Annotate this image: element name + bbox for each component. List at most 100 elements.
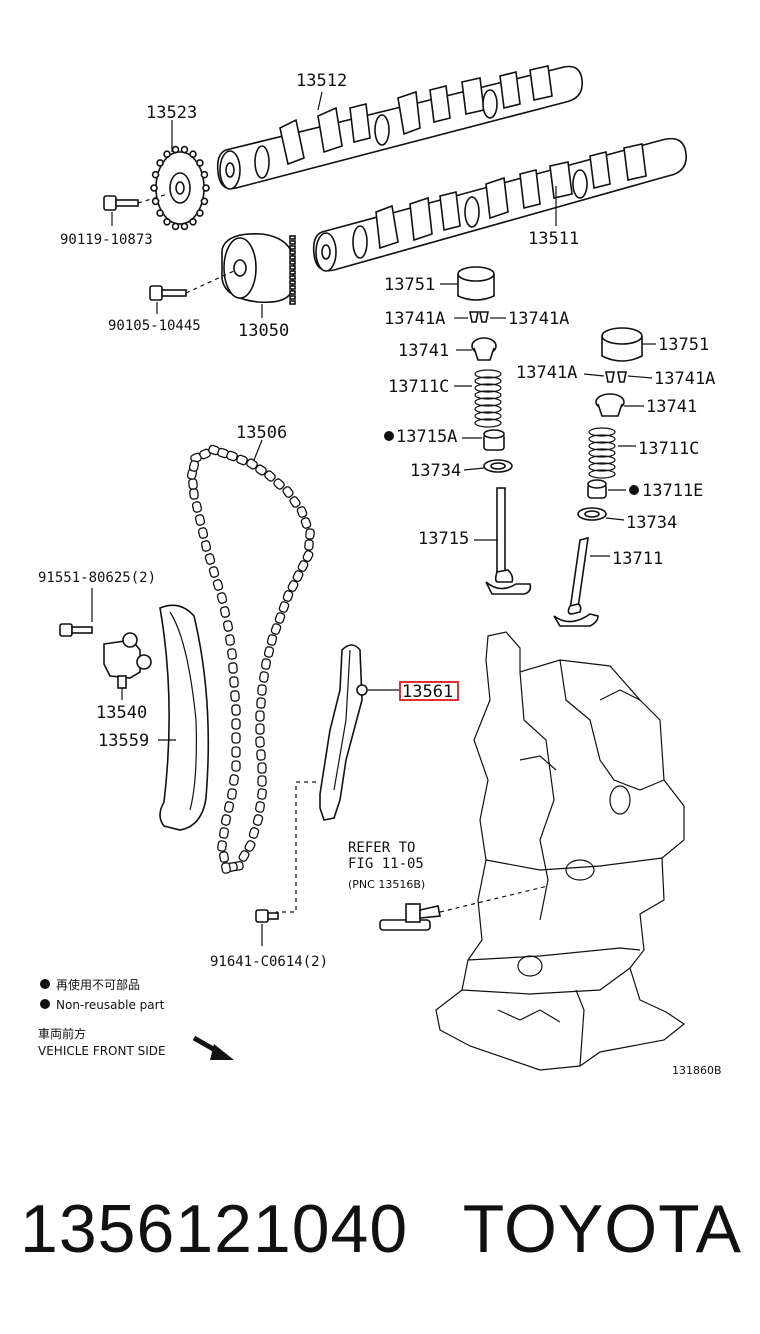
- valve-13711[interactable]: [553, 536, 599, 627]
- label-13751-right[interactable]: 13751: [658, 335, 709, 355]
- vvt-tooth: [289, 265, 296, 270]
- label-13715A[interactable]: 13715A: [396, 427, 457, 447]
- leader-13741A-r2: [627, 375, 653, 379]
- sprocket-tooth: [171, 222, 180, 231]
- seal-13715A-left[interactable]: [483, 429, 505, 451]
- spring-coil: [588, 427, 616, 437]
- label-91551-80625[interactable]: 91551-80625(2): [38, 570, 156, 586]
- tensioner-13540[interactable]: [103, 632, 152, 689]
- sprocket-tooth: [200, 197, 209, 206]
- chain-link: [217, 840, 227, 852]
- chain-link: [302, 550, 314, 562]
- sprocket-tooth: [156, 159, 164, 167]
- label-91641-C0614[interactable]: 91641-C0614(2): [210, 954, 328, 970]
- label-13715[interactable]: 13715: [418, 529, 469, 549]
- lifter-13751-right[interactable]: [601, 327, 643, 362]
- leader-13734-right: [605, 517, 625, 521]
- sprocket-tooth: [180, 222, 189, 231]
- label-13050[interactable]: 13050: [238, 321, 289, 341]
- chain-link: [194, 514, 206, 526]
- chain-link: [188, 478, 198, 490]
- chain-link: [273, 478, 285, 490]
- nonreusable-dot-13715A: [384, 431, 394, 441]
- bolt-91641-C0614[interactable]: [255, 909, 279, 923]
- chain-link: [238, 850, 250, 862]
- spring-coil: [588, 448, 616, 458]
- sprocket-tooth: [189, 150, 197, 158]
- bolt-90119-10873[interactable]: [103, 193, 169, 211]
- bolt-91551-80625[interactable]: [59, 623, 93, 637]
- label-13734-right[interactable]: 13734: [626, 513, 677, 533]
- label-13711C-left[interactable]: 13711C: [388, 377, 449, 397]
- label-13523[interactable]: 13523: [146, 103, 197, 123]
- figure-code: 131860B: [672, 1064, 722, 1077]
- label-13512[interactable]: 13512: [296, 71, 347, 91]
- label-13711[interactable]: 13711: [612, 549, 663, 569]
- label-13540[interactable]: 13540: [96, 703, 147, 723]
- label-13734-left[interactable]: 13734: [410, 461, 461, 481]
- chain-link: [257, 762, 267, 774]
- vvt-tooth: [289, 285, 296, 290]
- refer-line-3[interactable]: (PNC 13516B): [348, 878, 425, 891]
- label-13741-right[interactable]: 13741: [646, 397, 697, 417]
- chain-link: [231, 718, 241, 730]
- chain-link: [216, 592, 228, 604]
- label-13506[interactable]: 13506: [236, 423, 287, 443]
- chain-link: [219, 827, 229, 839]
- label-13559[interactable]: 13559: [98, 731, 149, 751]
- retainer-13741-right[interactable]: [595, 393, 625, 417]
- label-13561[interactable]: 13561: [402, 682, 453, 702]
- slipper-13559[interactable]: [159, 604, 210, 831]
- leader-13506: [253, 439, 263, 461]
- leader-13512: [317, 91, 323, 111]
- chain-link: [263, 646, 275, 658]
- seat-13734-left[interactable]: [483, 459, 513, 473]
- bolt-90105-10445[interactable]: [149, 269, 237, 301]
- chain-link: [197, 527, 209, 539]
- label-13741A-left-a[interactable]: 13741A: [384, 309, 445, 329]
- cam-sprocket-13523[interactable]: [150, 145, 210, 231]
- engine-block: [435, 631, 686, 1071]
- label-13711C-right[interactable]: 13711C: [638, 439, 699, 459]
- chain-link: [255, 801, 265, 813]
- label-13711E[interactable]: 13711E: [642, 481, 703, 501]
- spring-13711C-right[interactable]: [588, 427, 616, 479]
- retainer-13741-left[interactable]: [471, 337, 497, 361]
- chain-link: [255, 710, 265, 722]
- keepers-13741A-right[interactable]: [605, 371, 627, 383]
- label-13741A-right-a[interactable]: 13741A: [516, 363, 577, 383]
- vvt-tooth: [289, 275, 296, 280]
- camshaft-13512[interactable]: [216, 65, 583, 190]
- chain-link: [208, 566, 220, 578]
- seal-13711E-right[interactable]: [587, 479, 607, 499]
- pin-13516B: [379, 885, 549, 931]
- label-13741A-right-b[interactable]: 13741A: [654, 369, 715, 389]
- seat-13734-right[interactable]: [577, 507, 607, 521]
- label-13511[interactable]: 13511: [528, 229, 579, 249]
- lifter-13751-left[interactable]: [457, 266, 495, 301]
- label-13751-left[interactable]: 13751: [384, 275, 435, 295]
- vvt-tooth: [289, 240, 296, 245]
- spring-13711C-left[interactable]: [474, 369, 502, 428]
- chain-link: [200, 540, 212, 552]
- label-13741-left[interactable]: 13741: [398, 341, 449, 361]
- timing-chain-13506[interactable]: [186, 444, 315, 874]
- valve-13715[interactable]: [485, 487, 532, 595]
- keepers-13741A-left[interactable]: [469, 311, 489, 323]
- label-90105-10445[interactable]: 90105-10445: [108, 318, 201, 334]
- label-90119-10873[interactable]: 90119-10873: [60, 232, 153, 248]
- chain-guide-13561[interactable]: [319, 644, 368, 821]
- label-13741A-left-b[interactable]: 13741A: [508, 309, 569, 329]
- spring-coil: [474, 404, 502, 414]
- legend-nonreusable-jp: 再使用不可部品: [56, 977, 140, 992]
- footer-brand: TOYOTA: [462, 1191, 742, 1267]
- sprocket-tooth: [151, 170, 160, 179]
- vvt-gear-13050[interactable]: [221, 233, 296, 305]
- vvt-tooth: [289, 250, 296, 255]
- chain-link: [204, 553, 216, 565]
- camshaft-13511[interactable]: [312, 137, 687, 272]
- chain-link: [227, 648, 237, 660]
- chain-link: [221, 862, 231, 874]
- spring-coil: [588, 462, 616, 472]
